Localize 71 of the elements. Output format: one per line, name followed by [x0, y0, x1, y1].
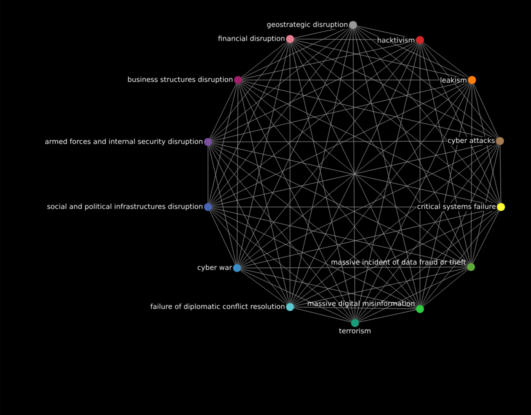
edge-line [352, 28, 356, 320]
edge-line [242, 40, 416, 80]
edge-line [240, 208, 498, 268]
edge-line [210, 144, 353, 320]
edge-line [292, 143, 498, 305]
edge-line [472, 210, 500, 264]
edge-line [294, 40, 468, 80]
edge-line [470, 84, 472, 264]
edge-line [210, 209, 352, 321]
edge-line [294, 308, 352, 322]
edge-line [473, 83, 499, 138]
edge-line [240, 41, 288, 78]
edge-line [238, 42, 290, 264]
edge-line [422, 42, 470, 78]
edge-line [236, 84, 238, 264]
edge-line [210, 145, 288, 304]
edge-line [238, 28, 352, 265]
edge-line [472, 144, 500, 264]
edge-line [210, 42, 288, 140]
edge-line [242, 80, 496, 140]
edge-line [208, 84, 238, 204]
edge-line [354, 28, 470, 264]
edge-line [294, 306, 416, 310]
edge-line [240, 142, 497, 266]
edge-line [240, 268, 416, 308]
edge-line [358, 268, 468, 322]
edge-line [358, 209, 498, 321]
edge-line [210, 144, 418, 307]
edge-line [210, 210, 288, 304]
edge-line [293, 40, 497, 140]
edge-line [420, 44, 470, 264]
edge-line [292, 82, 470, 304]
edge-line [500, 144, 502, 204]
edge-line [241, 26, 350, 79]
edge-line [239, 42, 418, 266]
edge-line [240, 269, 352, 322]
edge-line [211, 41, 417, 140]
edge-line [422, 269, 468, 307]
edge-line [355, 28, 499, 204]
edge-line [238, 84, 290, 304]
edge-line [357, 144, 498, 320]
edge-line [421, 144, 499, 306]
edge-line [293, 208, 498, 306]
edge-line [292, 41, 498, 205]
edge-line [210, 42, 288, 204]
edge-line [422, 43, 500, 204]
edge-line [358, 310, 416, 322]
edge-line [211, 143, 468, 266]
edge-line [212, 208, 468, 266]
edge-line [209, 210, 236, 265]
edge-line [240, 83, 354, 320]
edge-line [292, 42, 469, 264]
edge-line [208, 146, 236, 264]
edge-line [210, 83, 236, 139]
edge-line [356, 83, 471, 320]
edge-line [211, 208, 417, 308]
edge-line [422, 210, 499, 306]
edge-line [294, 268, 468, 306]
edge-line [422, 42, 498, 138]
edge-line [356, 27, 498, 139]
edge-line [241, 81, 498, 206]
edge-line [240, 82, 418, 306]
edge-line [210, 42, 418, 205]
edge-line [210, 27, 350, 140]
edge-line [211, 81, 469, 206]
edge-line [240, 266, 468, 268]
edge-line [420, 84, 472, 306]
edge-line [240, 270, 288, 305]
edge-line [212, 80, 468, 142]
edge-line [210, 28, 351, 204]
edge-line [472, 84, 500, 204]
